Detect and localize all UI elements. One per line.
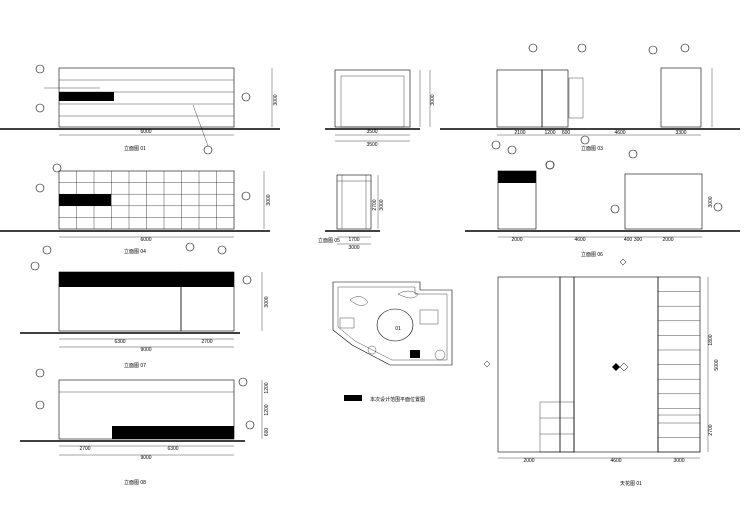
elev-a-width: 6000 bbox=[140, 129, 151, 135]
elevation-g: 6300 2700 9000 3000 立面图 07 bbox=[20, 245, 270, 369]
elev-b-height: 3000 bbox=[430, 94, 436, 105]
elev-h-dim2: 6300 bbox=[167, 446, 178, 452]
elev-f-dim5: 2000 bbox=[662, 237, 673, 243]
elev-e-dim2: 2700 bbox=[372, 199, 378, 210]
elev-h-caption: 立面图 08 bbox=[124, 479, 146, 486]
elev-f-dim1: 2000 bbox=[511, 237, 522, 243]
elev-g-total: 9000 bbox=[140, 347, 151, 353]
elev-e-dim3: 3000 bbox=[379, 199, 385, 210]
plan-dim3: 3000 bbox=[673, 458, 684, 464]
elev-f-dim2: 4600 bbox=[574, 237, 585, 243]
elev-a-height: 3000 bbox=[273, 94, 279, 105]
elev-c-dim5: 3300 bbox=[675, 130, 686, 136]
elev-g-caption: 立面图 07 bbox=[124, 362, 146, 369]
elev-f-caption: 立面图 06 bbox=[581, 251, 603, 258]
elev-c-dim2: 1200 bbox=[544, 130, 555, 136]
elev-h-dim1: 2700 bbox=[79, 446, 90, 452]
elev-h-dim5: 600 bbox=[264, 428, 270, 437]
elev-d-caption: 立面图 04 bbox=[124, 248, 146, 255]
plan-dim4: 1800 bbox=[708, 334, 714, 345]
elevation-h: 2700 6300 9000 1200 1200 600 立面图 08 bbox=[20, 368, 270, 486]
plan-dim6: 2700 bbox=[708, 424, 714, 435]
elev-g-height: 3000 bbox=[264, 296, 270, 307]
elev-h-dim4: 1200 bbox=[264, 404, 270, 415]
elevation-c: 2100 1200 600 4600 3300 立面图 03 bbox=[440, 43, 740, 170]
elev-c-dim4: 4600 bbox=[614, 130, 625, 136]
elev-c-dim1: 2100 bbox=[514, 130, 525, 136]
elev-g-dim2: 2700 bbox=[201, 339, 212, 345]
plan-dim1: 2000 bbox=[523, 458, 534, 464]
elev-f-dim3: 400 bbox=[624, 237, 633, 243]
elev-d-height: 3000 bbox=[266, 194, 272, 205]
elev-e-dim1: 1700 bbox=[348, 237, 359, 243]
elev-d-width: 6000 bbox=[140, 237, 151, 243]
key-plan-room-tag: 01 bbox=[395, 326, 401, 332]
elevation-a: 6000 3000 立面图 01 bbox=[0, 64, 280, 155]
elev-g-dim1: 6300 bbox=[114, 339, 125, 345]
elev-f-dim6: 3000 bbox=[708, 196, 714, 207]
elevation-f: 2000 4600 400 300 2000 3000 立面图 06 bbox=[465, 140, 740, 258]
elev-c-caption: 立面图 03 bbox=[581, 145, 603, 152]
elev-c-dim3: 600 bbox=[562, 130, 571, 136]
elev-e-dim4: 3000 bbox=[348, 245, 359, 251]
key-plan-legend: 本次设计范围平面位置图 bbox=[370, 396, 425, 403]
elevation-e: 1700 2700 3000 3000 立面图 05 bbox=[318, 174, 385, 251]
elev-f-dim4: 300 bbox=[634, 237, 643, 243]
plan-dim2: 4600 bbox=[610, 458, 621, 464]
elevation-d: 6000 3000 立面图 04 bbox=[0, 163, 272, 255]
ceiling-plan: 2000 4600 3000 1800 5000 2700 天花图 01 bbox=[483, 258, 720, 487]
elev-e-caption: 立面图 05 bbox=[318, 237, 340, 244]
plan-dim5: 5000 bbox=[714, 359, 720, 370]
elev-b-width: 3500 bbox=[366, 129, 377, 135]
elev-h-dim3: 1200 bbox=[264, 382, 270, 393]
plan-caption: 天花图 01 bbox=[620, 480, 642, 487]
elev-a-caption: 立面图 01 bbox=[124, 145, 146, 152]
elev-b-total: 3500 bbox=[366, 142, 377, 148]
key-plan: 01 本次设计范围平面位置图 bbox=[332, 281, 453, 403]
elev-h-total: 9000 bbox=[140, 455, 151, 461]
elevation-b: 3500 3000 3500 bbox=[325, 69, 436, 148]
